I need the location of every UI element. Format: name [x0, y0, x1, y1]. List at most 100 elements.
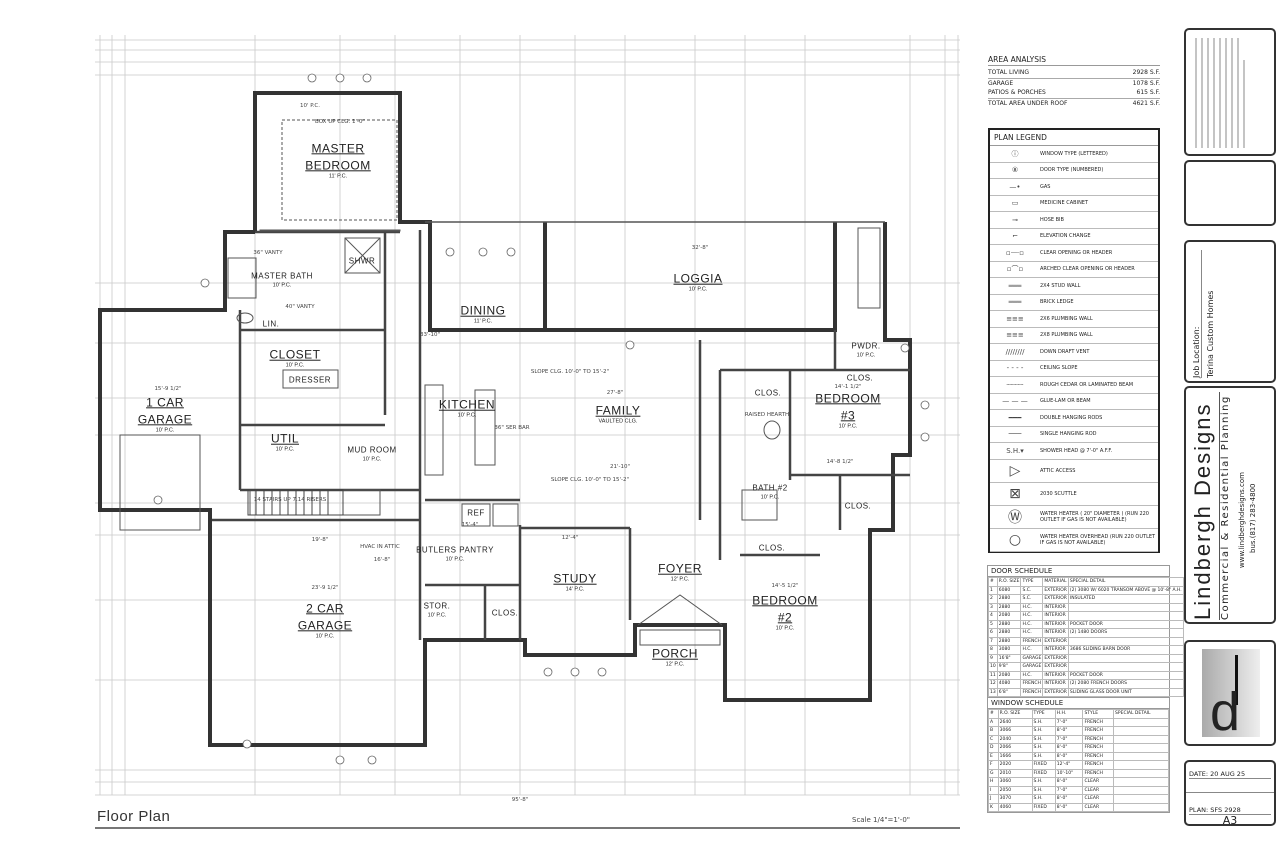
beam-icon: ┄┄┄┄ [1006, 380, 1024, 389]
ceiling-height: 11' P.C. [328, 172, 348, 179]
schedule-cell: INTERIOR [1042, 628, 1069, 638]
schedule-cell [1113, 760, 1169, 770]
water-heater-icon: Ⓦ [1008, 509, 1022, 526]
ceiling-height: 10' P.C. [445, 556, 465, 563]
schedule-cell: S.H. [1031, 726, 1056, 736]
room-label: SHWR [349, 252, 375, 269]
area-value: 615 S.F. [1136, 89, 1161, 96]
schedule-cell: 2040 [997, 734, 1033, 744]
schedule-cell [1113, 777, 1169, 787]
area-label: PATIOS & PORCHES [988, 89, 1046, 96]
legend-label: 2X6 PLUMBING WALL [1040, 315, 1093, 322]
schedule-cell: S.H. [1031, 743, 1056, 753]
schedule-cell: S.C. [1020, 585, 1044, 595]
room-name: CLOS. [491, 608, 519, 618]
room-label: CLOS. [759, 539, 786, 556]
legend-item: ───SINGLE HANGING ROD [990, 427, 1158, 443]
guide-lines [95, 35, 960, 796]
legend-item: ////////DOWN DRAFT VENT [990, 344, 1158, 361]
schedule-cell: 1666 [997, 751, 1033, 761]
divider [988, 98, 1160, 99]
company-name: Lindbergh Designs [1190, 402, 1215, 620]
schedule-cell: 16'8" [996, 653, 1022, 663]
ceiling-height: 12' P.C. [670, 576, 690, 583]
room-label: CLOS. [492, 604, 519, 621]
room-name: CLOS. [758, 543, 786, 553]
legend-label: GAS [1040, 183, 1051, 190]
schedule-cell: 3 [988, 602, 998, 612]
schedule-cell [1113, 726, 1169, 736]
ceiling-height: 10' P.C. [775, 624, 795, 631]
schedule-cell: 3060 [997, 777, 1033, 787]
schedule-cell: S.H. [1031, 777, 1056, 787]
area-label: TOTAL LIVING [988, 69, 1030, 76]
schedule-cell: 9'8" [996, 662, 1022, 672]
dimension-label: 21'-10" [609, 464, 631, 470]
schedule-cell: 2640 [997, 717, 1033, 727]
window-tags [153, 73, 930, 765]
title-underline [95, 827, 960, 829]
schedule-cell: B [988, 726, 999, 736]
dimension-label: 23'-9 1/2" [311, 585, 339, 591]
schedule-cell: 10 [988, 662, 998, 672]
ceiling-height: 10' P.C. [838, 422, 858, 429]
schedule-cell: H.C. [1020, 602, 1044, 612]
legend-label: CEILING SLOPE [1040, 365, 1078, 372]
schedule-cell: 2880 [996, 628, 1022, 638]
company-website: www.lindberghdesigns.com [1238, 472, 1246, 568]
legend-item: ▷ATTIC ACCESS [990, 460, 1158, 483]
schedule-cell: FRENCH [1020, 679, 1044, 689]
schedule-cell: FIXED [1031, 760, 1056, 770]
ceiling-height: 10' P.C. [427, 612, 447, 619]
schedule-cell: S.H. [1031, 717, 1056, 727]
ceiling-height: 10' P.C. [760, 494, 780, 501]
schedule-cell: 7 [988, 636, 998, 646]
legend-label: 2030 SCUTTLE [1040, 490, 1077, 497]
arched-opening-icon: ▫⌒▫ [1006, 265, 1024, 274]
legend-item: S.H.▾SHOWER HEAD @ 7'-0" A.F.F. [990, 443, 1158, 460]
drawing-title: Floor Plan [97, 808, 171, 825]
dimension-label: 33'-10" [419, 332, 441, 338]
room-name: CLOS. [846, 373, 874, 383]
schedule-cell: K [988, 802, 999, 812]
schedule-cell: 3070 [997, 794, 1033, 804]
legend-item: ⊠2030 SCUTTLE [990, 483, 1158, 506]
room-name: FOYER [658, 561, 702, 576]
schedule-cell: 12 [988, 679, 998, 689]
schedule-cell: 8'-0" [1054, 794, 1084, 804]
schedule-cell: 8'-0" [1054, 802, 1084, 812]
legend-label: ARCHED CLEAR OPENING OR HEADER [1040, 266, 1135, 273]
column-header: R.O. SIZE [997, 709, 1033, 719]
schedule-cell: EXTERIOR [1042, 585, 1069, 595]
gas-icon: —• [1009, 182, 1021, 191]
schedule-cell: 2 [988, 594, 998, 604]
schedule-cell: FRENCH [1082, 743, 1115, 753]
drawing-date: DATE: 20 AUG 25 [1189, 770, 1271, 779]
schedule-cell: INTERIOR [1042, 670, 1069, 680]
schedule-cell: 7'-0" [1054, 785, 1084, 795]
column-header: TYPE [1031, 709, 1056, 719]
dimension-label: 14'-1 1/2" [834, 384, 862, 390]
legend-item: ┄┄┄┄ROUGH CEDAR OR LAMINATED BEAM [990, 377, 1158, 394]
room-name: CLOS. [844, 501, 872, 511]
schedule-cell: 2880 [996, 594, 1022, 604]
schedule-cell: S.H. [1031, 734, 1056, 744]
schedule-cell: INTERIOR [1042, 602, 1069, 612]
